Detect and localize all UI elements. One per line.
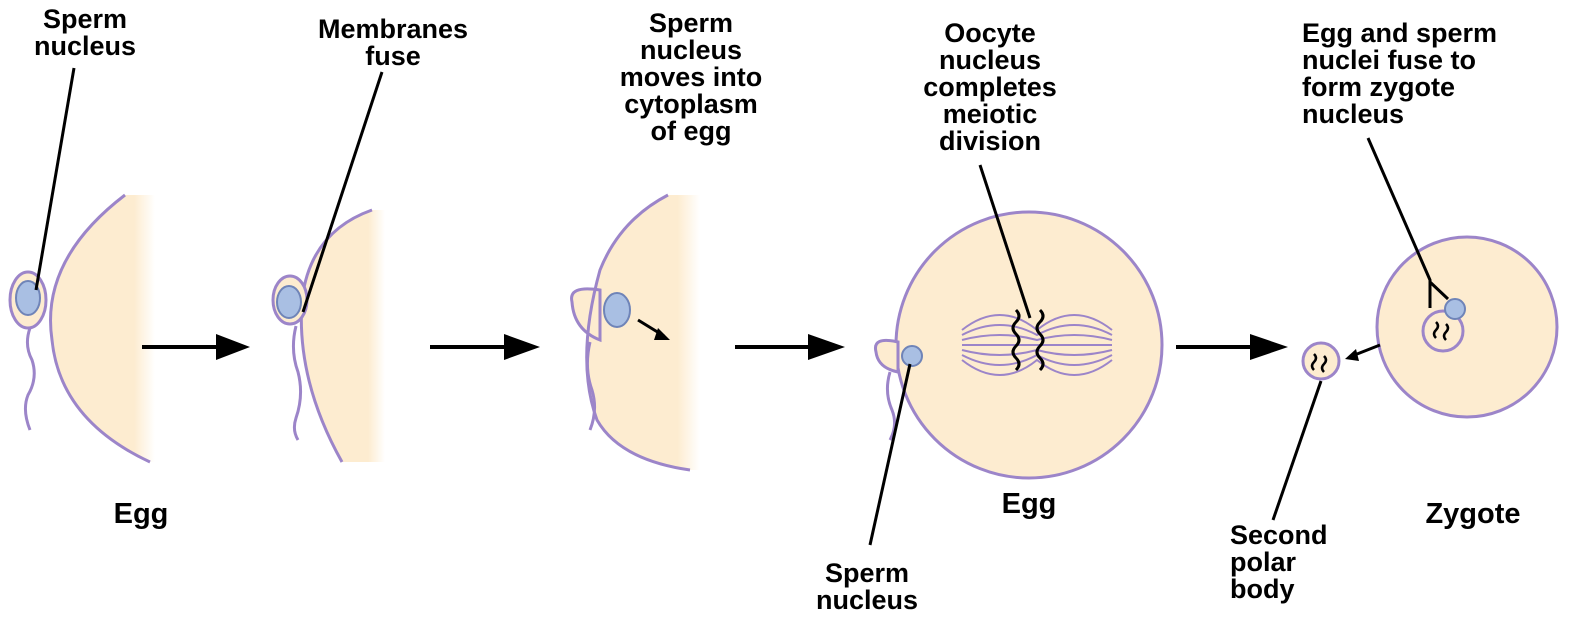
stage4-bottom-callout-line (870, 364, 910, 545)
stage4-callout-label: Oocyte nucleus completes meiotic divisio… (915, 20, 1065, 155)
stage5-polar-callout-label: Second polar body (1230, 522, 1350, 603)
stage2-sperm-tail (293, 326, 300, 440)
stage1-sperm (10, 272, 46, 430)
stage1-caption: Egg (96, 501, 186, 528)
stage5-polar-arrow (1345, 345, 1380, 361)
stage1-egg-cytoplasm (51, 195, 155, 462)
stage5-polar-body-circle (1303, 343, 1339, 379)
stage4-caption: Egg (984, 491, 1074, 518)
stage3-sperm-nucleus (604, 293, 630, 327)
stage3-egg (572, 195, 700, 470)
stage1-callout-label: Sperm nucleus (20, 6, 150, 60)
stage4-sperm-nucleus (902, 346, 922, 366)
stage3-bulge (572, 289, 600, 340)
stage4-egg (875, 212, 1162, 478)
stage1-egg (51, 195, 155, 462)
stage2-sperm-nucleus (277, 286, 301, 318)
stage2-callout-label: Membranes fuse (298, 16, 488, 70)
stage5-polar-body (1303, 343, 1339, 379)
arrow-3 (735, 334, 845, 360)
arrow-1 (142, 334, 250, 360)
stage5-sperm-nucleus (1445, 299, 1465, 319)
stage5-zygote-circle (1377, 237, 1557, 417)
stage5-caption: Zygote (1408, 501, 1538, 528)
stage4-bottom-callout-label: Sperm nucleus (792, 560, 942, 614)
stage5-polar-callout-line (1273, 381, 1321, 520)
stage2-sperm (273, 276, 307, 440)
stage4-tail (887, 372, 894, 440)
stage5-zygote (1377, 237, 1557, 417)
arrow-2 (430, 334, 540, 360)
stage2-egg-cytoplasm (301, 210, 385, 462)
stage2-egg (301, 210, 385, 462)
stage5-callout-label: Egg and sperm nuclei fuse to form zygote… (1302, 20, 1542, 128)
stage3-callout-label: Sperm nucleus moves into cytoplasm of eg… (606, 10, 776, 145)
arrow-4 (1176, 334, 1288, 360)
stage1-sperm-tail (25, 328, 34, 430)
stage4-polar-bulge (875, 340, 898, 372)
